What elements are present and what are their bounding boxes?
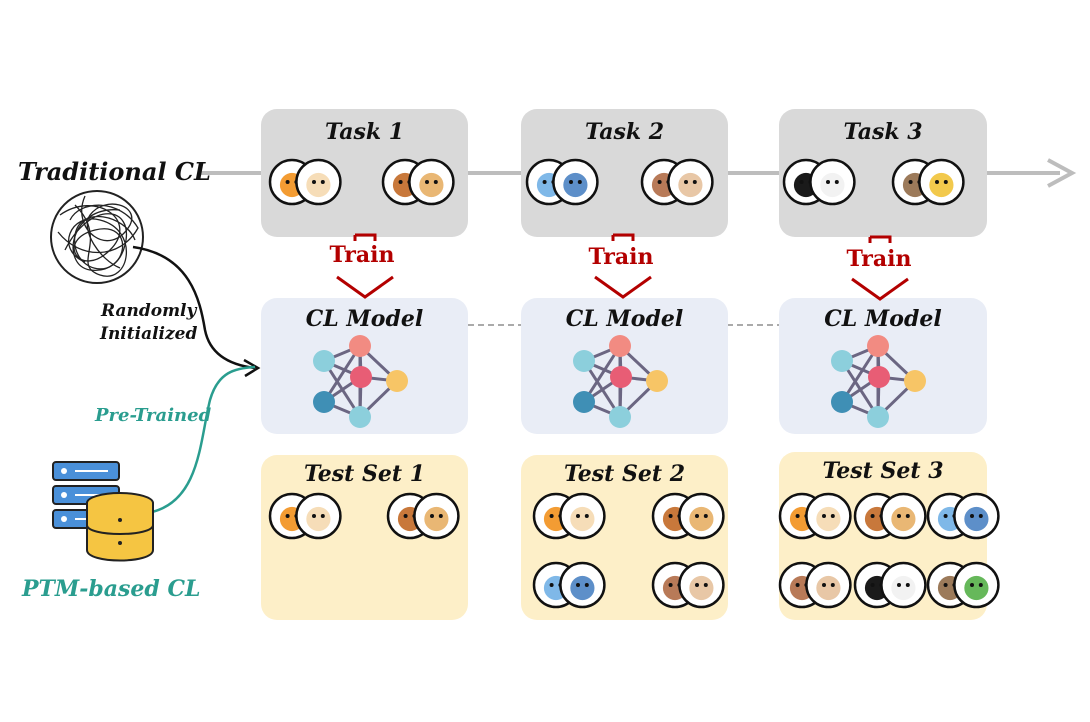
pretrained-arrow [151, 365, 256, 514]
dog-icon [413, 492, 460, 540]
icon-pair [525, 158, 599, 206]
network-node [313, 350, 335, 372]
icon-pair [778, 561, 852, 609]
monkey-icon [667, 158, 714, 206]
network-node [573, 391, 595, 413]
train-label-1: Train [329, 242, 395, 268]
network-node [573, 350, 595, 372]
icon-pair [386, 492, 460, 540]
icon-pair [853, 492, 927, 540]
icon-pair [532, 492, 606, 540]
test-title-3: Test Set 3 [822, 458, 944, 484]
network-node [831, 391, 853, 413]
network-node [904, 370, 926, 392]
network-graph-icon [831, 335, 926, 428]
random-scribble-icon [50, 190, 144, 284]
panda-icon [809, 158, 856, 206]
network-node [349, 335, 371, 357]
bird-icon [953, 561, 1000, 609]
network-node [646, 370, 668, 392]
test-title-1: Test Set 1 [303, 461, 426, 487]
network-node [350, 366, 372, 388]
icon-pair [926, 492, 1000, 540]
random-init-arrowhead [243, 358, 261, 378]
icon-pair [640, 158, 714, 206]
dog-icon [880, 492, 927, 540]
timeline-arrowhead [1047, 158, 1077, 188]
train-arrow-icon [336, 233, 394, 299]
test-title-2: Test Set 2 [563, 461, 686, 487]
fish-icon [552, 158, 599, 206]
randomly-line: Randomly [100, 301, 197, 321]
monkey-icon [805, 561, 852, 609]
model-title-1: CL Model [305, 306, 424, 332]
train-arrow-icon [594, 233, 652, 299]
network-node [609, 335, 631, 357]
dog-icon [678, 492, 725, 540]
dog-icon [408, 158, 455, 206]
task-title-3: Task 3 [843, 119, 923, 145]
network-node [609, 406, 631, 428]
network-node [313, 391, 335, 413]
cat-icon [295, 492, 342, 540]
network-graph-icon [573, 335, 668, 428]
cat-icon [559, 492, 606, 540]
train-label-2: Train [588, 244, 654, 270]
pretrained-label: Pre-Trained [95, 405, 212, 426]
task-title-1: Task 1 [324, 119, 405, 145]
panda-icon [880, 561, 927, 609]
ptm-based-cl-label: PTM-based CL [22, 576, 201, 602]
fish-icon [953, 492, 1000, 540]
icon-pair [651, 492, 725, 540]
icon-pair [651, 561, 725, 609]
train-arrow-icon [851, 235, 909, 301]
network-node [831, 350, 853, 372]
icon-pair [381, 158, 455, 206]
network-node [349, 406, 371, 428]
task-title-2: Task 2 [584, 119, 665, 145]
parrot-icon [918, 158, 965, 206]
network-node [867, 406, 889, 428]
network-node [386, 370, 408, 392]
cat-icon [805, 492, 852, 540]
network-node [610, 366, 632, 388]
icon-pair [268, 492, 342, 540]
icon-pair [782, 158, 856, 206]
ptm-database-icon [52, 461, 154, 562]
network-node [868, 366, 890, 388]
icon-pair [268, 158, 342, 206]
fish-icon [559, 561, 606, 609]
initialized-line: Initialized [100, 324, 198, 344]
icon-pair [778, 492, 852, 540]
icon-pair [532, 561, 606, 609]
random-init-arrow [132, 245, 256, 370]
monkey-icon [678, 561, 725, 609]
icon-pair [926, 561, 1000, 609]
icon-pair [853, 561, 927, 609]
icon-pair [891, 158, 965, 206]
model-title-3: CL Model [824, 306, 942, 332]
randomly-initialized-label: Randomly Initialized [100, 300, 197, 346]
cat-icon [295, 158, 342, 206]
model-title-2: CL Model [565, 306, 684, 332]
train-label-3: Train [846, 246, 912, 272]
network-node [867, 335, 889, 357]
network-graph-icon [313, 335, 408, 428]
traditional-cl-label: Traditional CL [18, 157, 211, 186]
